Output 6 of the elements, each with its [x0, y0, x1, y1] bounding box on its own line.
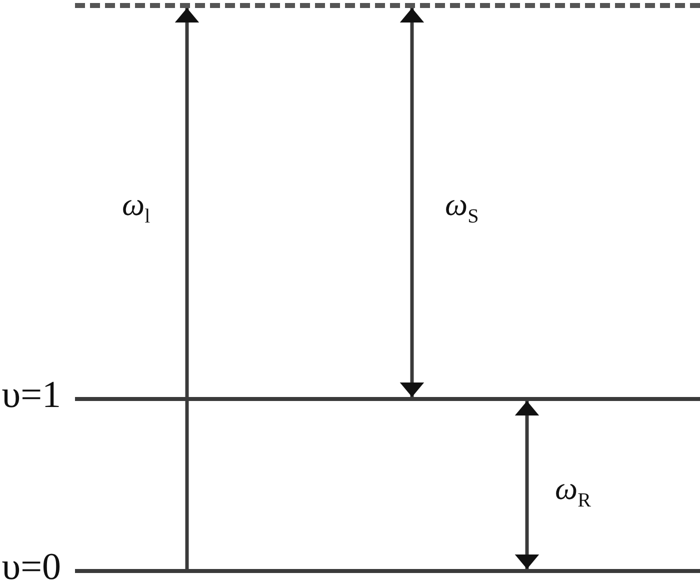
transition-arrow [400, 8, 424, 397]
level-label: υ=0 [2, 545, 61, 584]
transition-arrow [514, 401, 540, 569]
level-label: υ=1 [2, 373, 61, 417]
transition-arrow [174, 8, 200, 569]
virtual-level-line [75, 3, 700, 8]
